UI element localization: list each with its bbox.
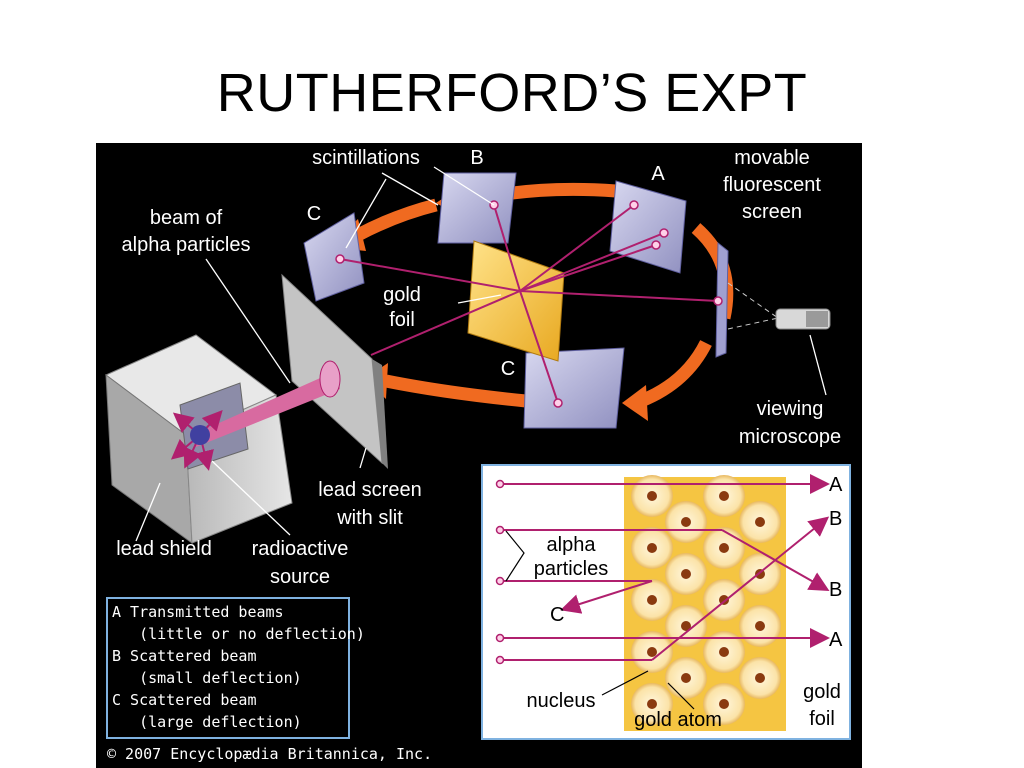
inset-particles	[495, 479, 505, 665]
label-microscope-1: viewing	[757, 398, 824, 420]
atom-nucleus	[681, 621, 691, 631]
label-movable-screen-3: screen	[742, 201, 802, 223]
label-movable-screen-2: fluorescent	[723, 174, 821, 196]
gold-atoms	[631, 475, 781, 725]
label-screen-b: B	[470, 147, 483, 169]
gold-foil	[467, 240, 565, 362]
atom-nucleus	[719, 491, 729, 501]
atom-nucleus	[681, 517, 691, 527]
atom-nucleus	[755, 621, 765, 631]
alpha-beam	[192, 371, 340, 447]
label-lead-screen-2: with slit	[336, 507, 403, 529]
beam-paths	[339, 204, 719, 404]
legend-line-5: C Scattered beam	[112, 691, 257, 709]
beam-cone	[319, 360, 341, 398]
legend-line-2: (little or no deflection)	[112, 625, 365, 643]
inset-label-c: C	[550, 604, 564, 626]
atom-nucleus	[647, 595, 657, 605]
label-lead-shield: lead shield	[116, 538, 212, 560]
label-movable-screen-1: movable	[734, 147, 810, 169]
label-beam-2: alpha particles	[122, 234, 251, 256]
atom-nucleus	[719, 647, 729, 657]
slide-title: RUTHERFORD’S EXPT	[216, 63, 808, 123]
label-radioactive-source-1: radioactive	[252, 538, 349, 560]
inset-label-alpha-1: alpha	[547, 534, 597, 556]
label-screen-c-left: C	[307, 203, 321, 225]
atom-nucleus	[681, 673, 691, 683]
screen-c-bottom	[523, 347, 625, 429]
label-lead-screen-1: lead screen	[318, 479, 421, 501]
atom-nucleus	[647, 647, 657, 657]
legend-box: A Transmitted beams (little or no deflec…	[106, 597, 365, 739]
screen-a	[609, 180, 687, 274]
atom-nucleus	[719, 543, 729, 553]
inset-label-gold-foil-1: gold	[803, 681, 841, 703]
viewing-microscope	[727, 282, 831, 330]
rutherford-diagram: scintillations B A C C movable fluoresce…	[96, 143, 862, 768]
atom-nucleus	[681, 569, 691, 579]
inset-particle-paths	[500, 474, 830, 661]
label-beam-1: beam of	[150, 207, 223, 229]
label-gold-foil-1: gold	[383, 284, 421, 306]
leader-lines	[135, 166, 827, 542]
label-microscope-2: microscope	[739, 426, 841, 448]
atom-nucleus	[647, 699, 657, 709]
legend-line-3: B Scattered beam	[112, 647, 257, 665]
legend-line-4: (small deflection)	[112, 669, 302, 687]
atom-nucleus	[647, 491, 657, 501]
inset-label-gold-atom: gold atom	[634, 709, 722, 731]
inset-label-b-top: B	[829, 508, 842, 530]
scintillation-dots	[335, 200, 723, 408]
label-screen-a: A	[651, 163, 665, 185]
label-radioactive-source-2: source	[270, 566, 330, 588]
copyright: © 2007 Encyclopædia Britannica, Inc.	[107, 745, 432, 763]
inset-leader-lines	[505, 530, 695, 710]
label-gold-foil-2: foil	[389, 309, 415, 331]
inset-label-nucleus: nucleus	[527, 690, 596, 712]
legend-line-1: A Transmitted beams	[112, 603, 284, 621]
atom-nucleus	[755, 517, 765, 527]
screen-c-left	[303, 212, 365, 302]
inset-label-alpha-2: particles	[534, 558, 608, 580]
screen-b	[437, 172, 517, 244]
atom-nucleus	[719, 699, 729, 709]
lead-screen-edge	[372, 359, 388, 469]
atom-nucleus	[647, 543, 657, 553]
label-scintillations: scintillations	[312, 147, 420, 169]
inset-label-a-bottom: A	[829, 629, 843, 651]
inset-label-a-top: A	[829, 474, 843, 496]
inset-label-b-bottom: B	[829, 579, 842, 601]
label-screen-c-bottom: C	[501, 358, 515, 380]
inset-panel: A B B A C alpha particles nucleus gold a…	[481, 464, 851, 740]
inset-label-gold-foil-2: foil	[809, 708, 835, 730]
atom-nucleus	[755, 673, 765, 683]
legend-line-6: (large deflection)	[112, 713, 302, 731]
